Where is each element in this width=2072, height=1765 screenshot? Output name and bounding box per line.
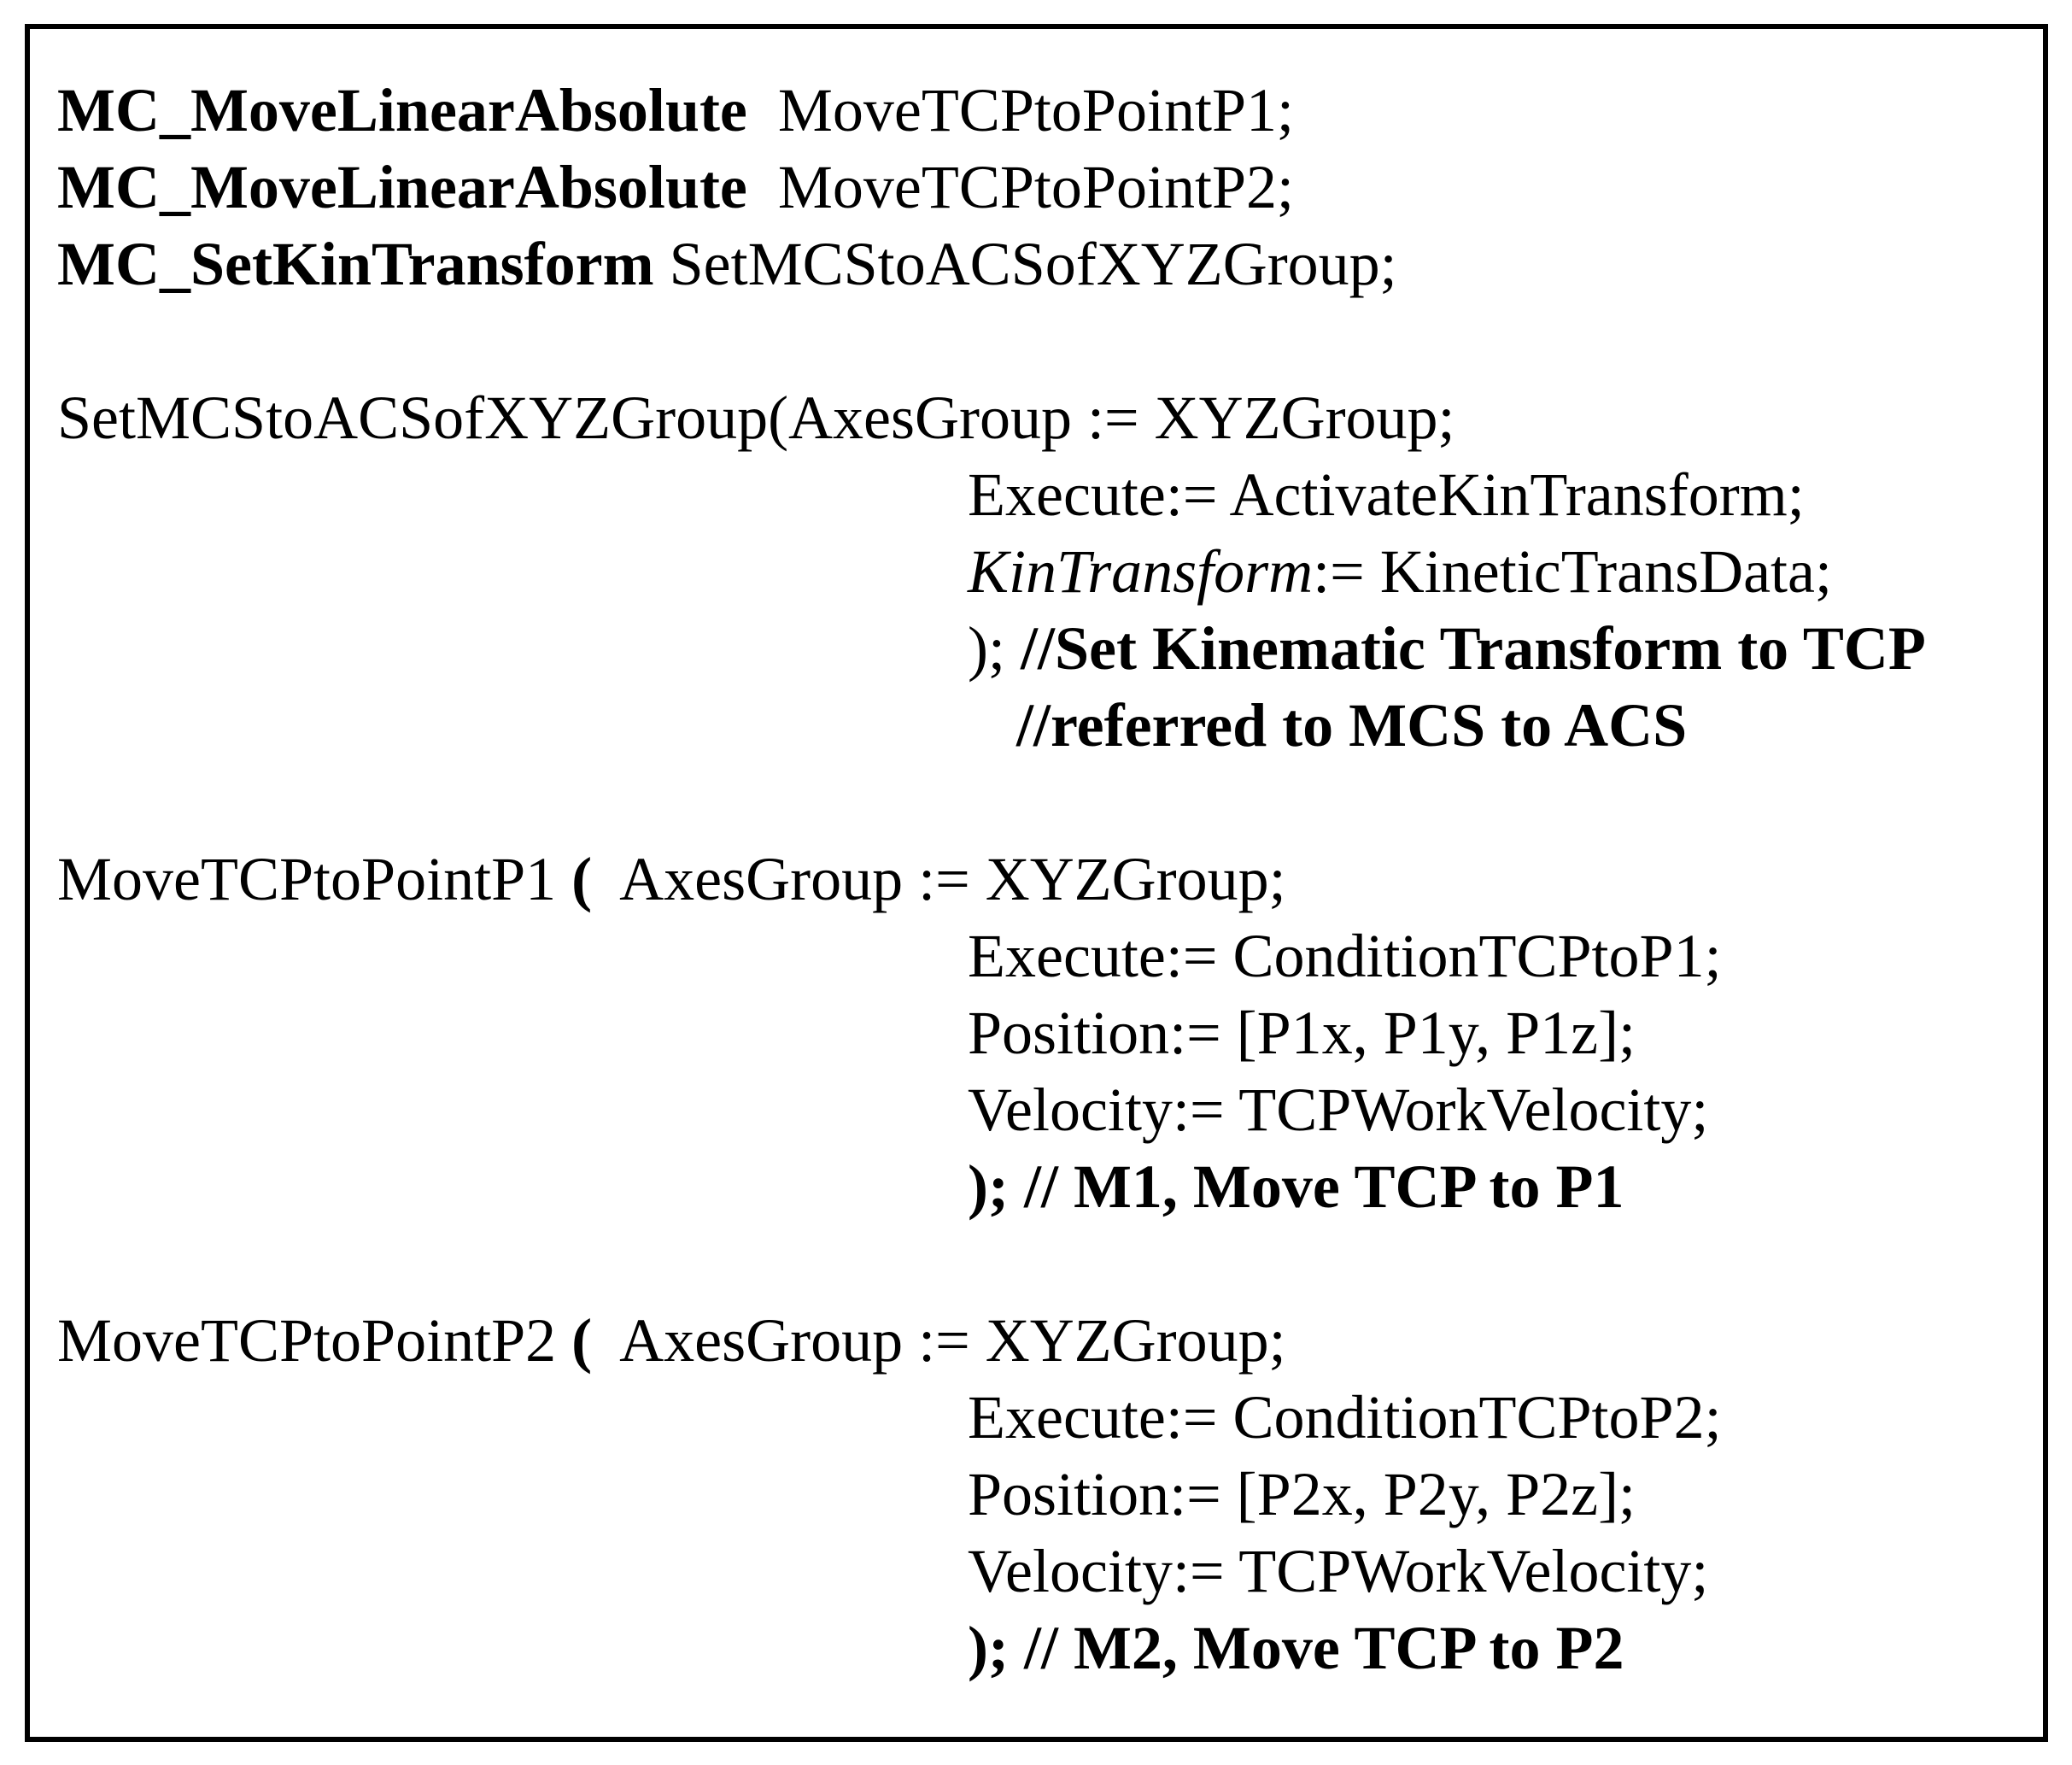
- code-line: //referred to MCS to ACS: [57, 687, 2034, 764]
- code-line: MC_SetKinTransform SetMCStoACSofXYZGroup…: [57, 226, 2034, 302]
- code-listing: MC_MoveLinearAbsolute MoveTCPtoPointP1;M…: [57, 72, 2034, 1686]
- code-segment: Execute:= ActivateKinTransform;: [968, 460, 1805, 529]
- code-segment: := KineticTransData;: [1313, 537, 1833, 606]
- code-segment: (: [571, 1306, 593, 1375]
- code-line: Execute:= ActivateKinTransform;: [57, 456, 2034, 533]
- code-line: Position:= [P2x, P2y, P2z];: [57, 1456, 2034, 1533]
- code-line: MC_MoveLinearAbsolute MoveTCPtoPointP2;: [57, 149, 2034, 226]
- code-segment: MC_MoveLinearAbsolute: [57, 76, 747, 144]
- code-segment: );: [968, 614, 1021, 683]
- code-segment: ); // M1, Move TCP to P1: [968, 1152, 1624, 1221]
- code-segment: Position:= [P1x, P1y, P1z];: [968, 999, 1636, 1067]
- code-line: ); //Set Kinematic Transform to TCP: [57, 610, 2034, 687]
- code-line: Position:= [P1x, P1y, P1z];: [57, 994, 2034, 1071]
- code-segment: MoveTCPtoPointP2;: [746, 153, 1295, 221]
- code-segment: Velocity:= TCPWorkVelocity;: [968, 1537, 1709, 1605]
- code-segment: SetMCStoACSofXYZGroup(AxesGroup := XYZGr…: [57, 384, 1455, 452]
- code-listing-frame: MC_MoveLinearAbsolute MoveTCPtoPointP1;M…: [25, 24, 2048, 1742]
- code-blank-line: [57, 1225, 2034, 1302]
- code-line: MC_MoveLinearAbsolute MoveTCPtoPointP1;: [57, 72, 2034, 149]
- code-blank-line: [57, 764, 2034, 841]
- code-segment: Velocity:= TCPWorkVelocity;: [968, 1076, 1709, 1144]
- code-line: SetMCStoACSofXYZGroup(AxesGroup := XYZGr…: [57, 379, 2034, 456]
- code-segment: //Set Kinematic Transform to TCP: [1020, 614, 1926, 683]
- code-segment: AxesGroup := XYZGroup;: [592, 1306, 1286, 1375]
- code-segment: MC_MoveLinearAbsolute: [57, 153, 747, 221]
- code-line: MoveTCPtoPointP2 ( AxesGroup := XYZGroup…: [57, 1302, 2034, 1379]
- code-segment: Execute:= ConditionTCPtoP2;: [968, 1383, 1722, 1451]
- code-segment: MoveTCPtoPointP1;: [746, 76, 1295, 144]
- code-line: ); // M1, Move TCP to P1: [57, 1148, 2034, 1225]
- code-segment: //referred to MCS to ACS: [1016, 691, 1688, 759]
- code-line: Velocity:= TCPWorkVelocity;: [57, 1071, 2034, 1148]
- code-segment: ); // M2, Move TCP to P2: [968, 1614, 1624, 1682]
- code-segment: MoveTCPtoPointP2: [57, 1306, 572, 1375]
- code-blank-line: [57, 302, 2034, 379]
- code-line: KinTransform:= KineticTransData;: [57, 533, 2034, 610]
- code-segment: (: [571, 845, 593, 913]
- code-segment: Position:= [P2x, P2y, P2z];: [968, 1460, 1636, 1528]
- code-line: Execute:= ConditionTCPtoP1;: [57, 918, 2034, 994]
- code-line: Velocity:= TCPWorkVelocity;: [57, 1533, 2034, 1610]
- code-segment: MC_SetKinTransform: [57, 230, 654, 298]
- code-line: MoveTCPtoPointP1 ( AxesGroup := XYZGroup…: [57, 841, 2034, 918]
- code-segment: SetMCStoACSofXYZGroup;: [653, 230, 1397, 298]
- code-segment: MoveTCPtoPointP1: [57, 845, 572, 913]
- code-segment: AxesGroup := XYZGroup;: [592, 845, 1286, 913]
- code-line: Execute:= ConditionTCPtoP2;: [57, 1379, 2034, 1456]
- code-line: ); // M2, Move TCP to P2: [57, 1610, 2034, 1686]
- code-segment: KinTransform: [968, 537, 1314, 606]
- code-segment: Execute:= ConditionTCPtoP1;: [968, 922, 1722, 990]
